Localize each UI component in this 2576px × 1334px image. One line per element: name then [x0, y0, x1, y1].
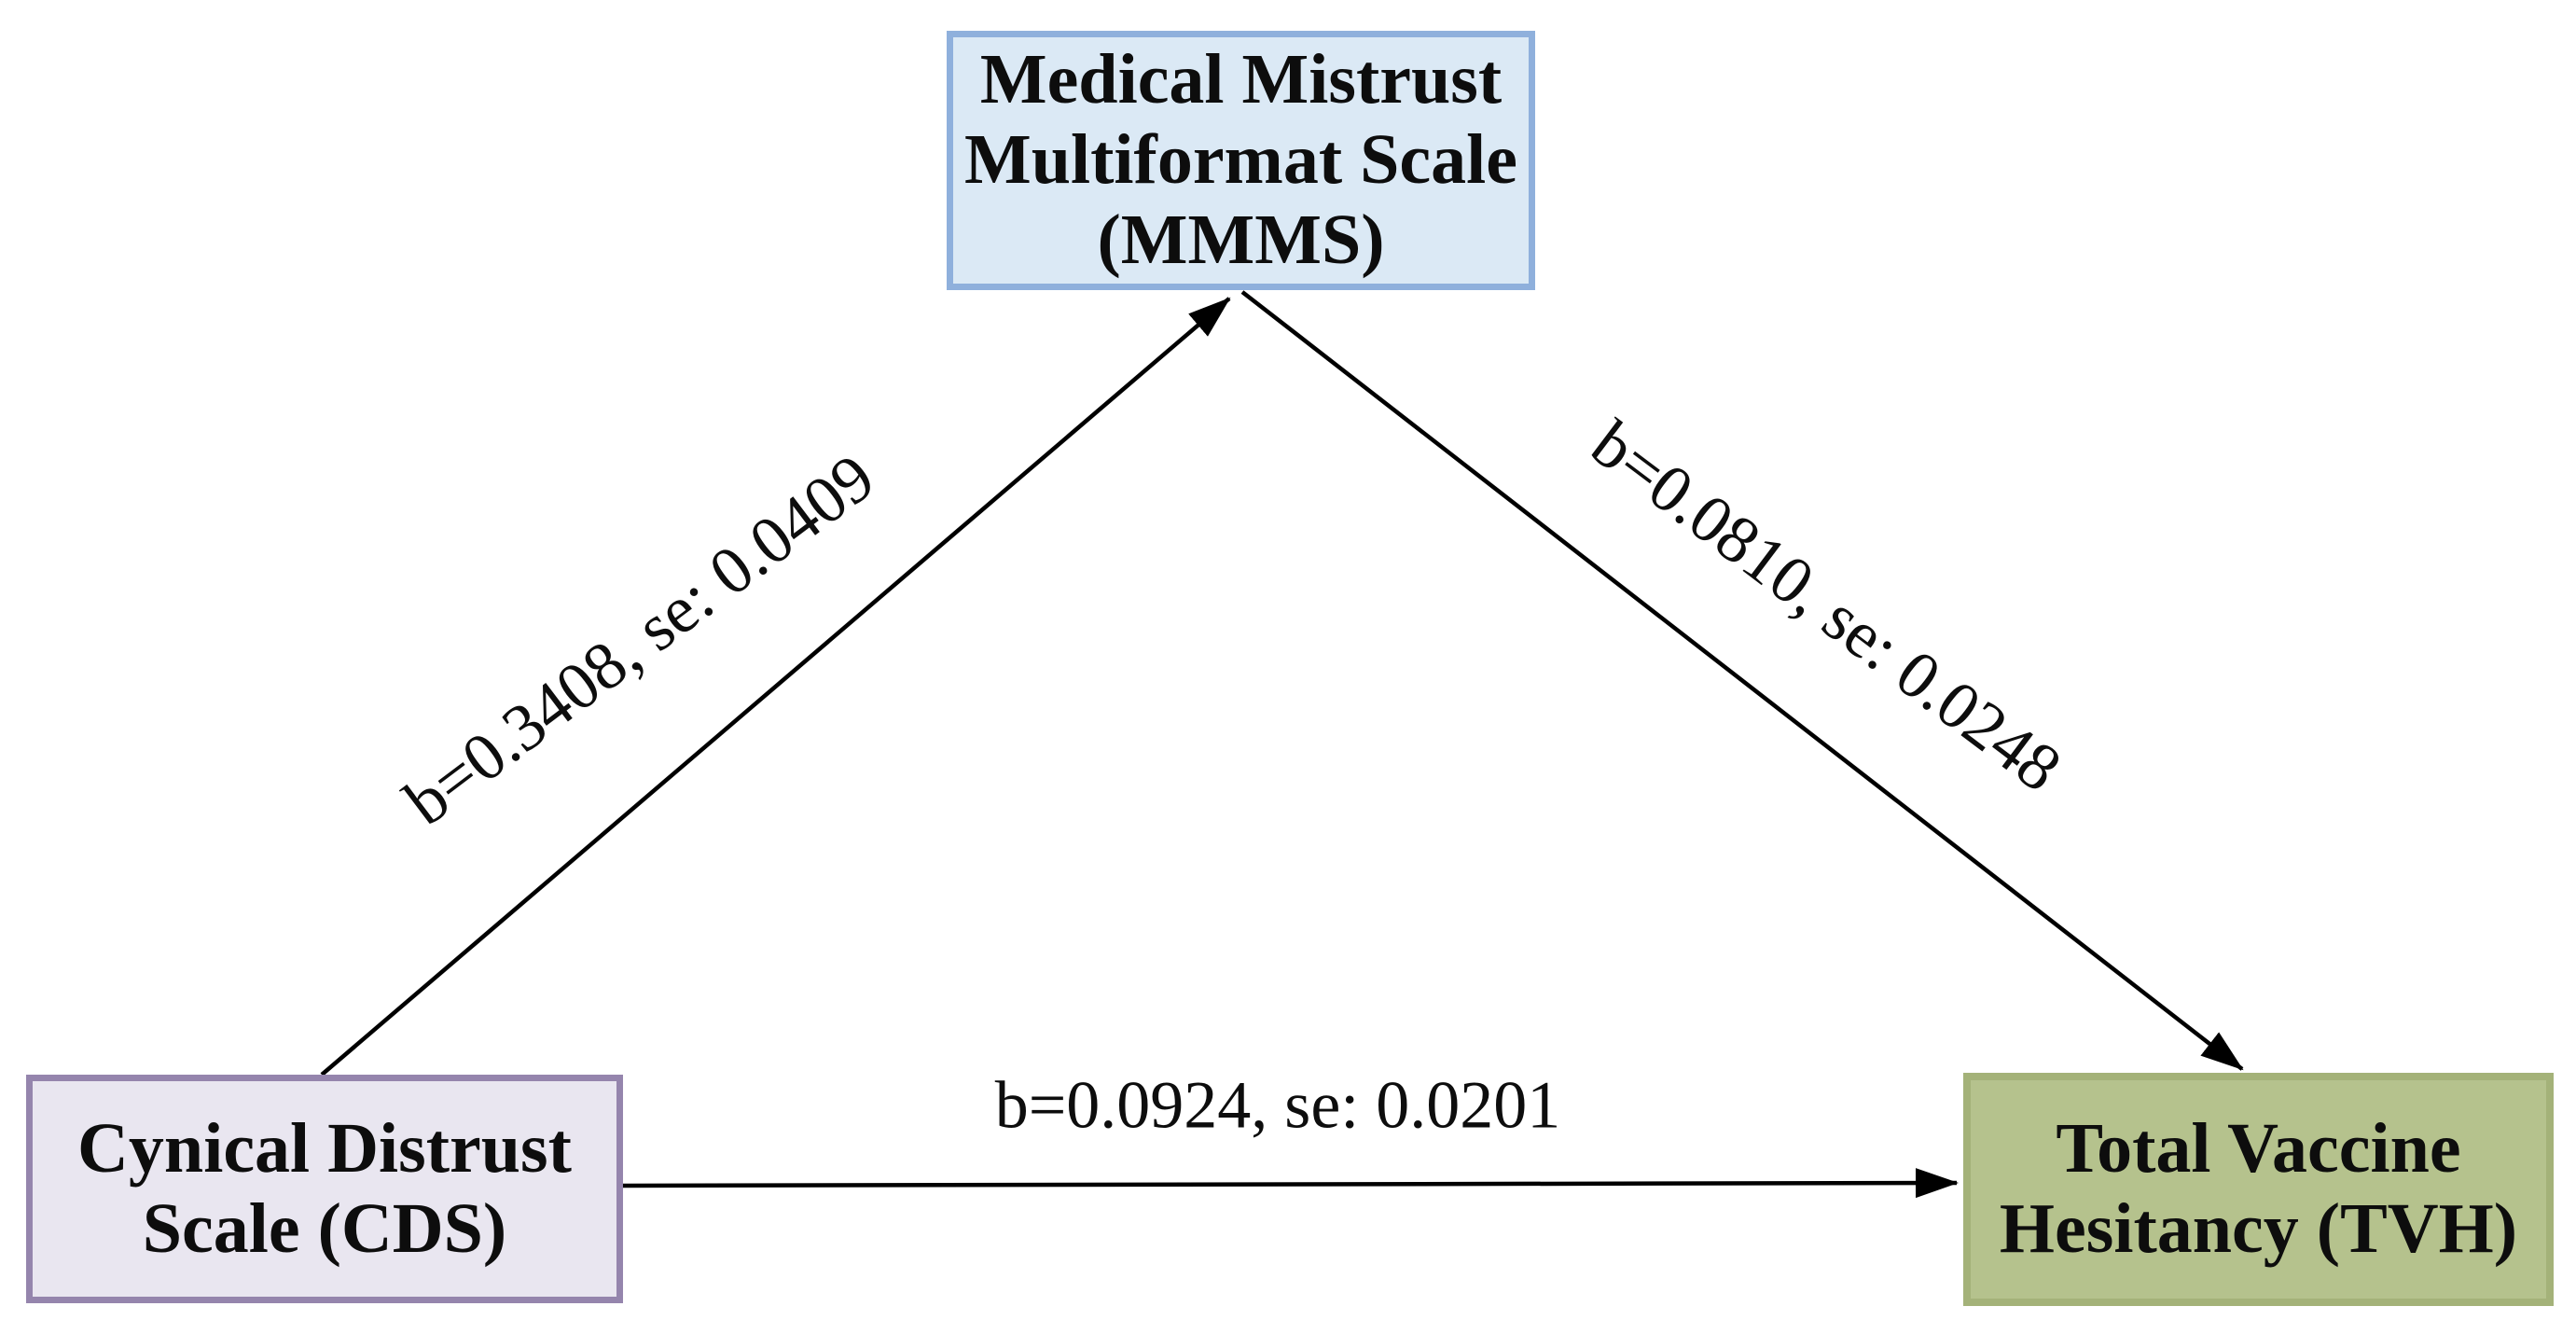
node-mmms: Medical Mistrust Multiformat Scale (MMMS…	[947, 31, 1535, 290]
node-tvh-label-line: Hesitancy (TVH)	[1999, 1189, 2518, 1268]
node-mmms-label-line: (MMMS)	[1097, 200, 1385, 279]
node-mmms-label-line: Multiformat Scale	[963, 120, 1518, 200]
node-cds: Cynical Distrust Scale (CDS)	[26, 1075, 623, 1303]
edge-label-cds-to-tvh: b=0.0924, se: 0.0201	[994, 1067, 1561, 1143]
node-cds-label-line: Cynical Distrust	[77, 1108, 572, 1188]
node-mmms-label-line: Medical Mistrust	[979, 40, 1503, 119]
node-tvh: Total Vaccine Hesitancy (TVH)	[1963, 1073, 2554, 1306]
arrow-mmms-to-tvh	[1240, 290, 2244, 1071]
arrow-cds-to-tvh	[622, 1168, 1959, 1199]
node-tvh-label-line: Total Vaccine	[2056, 1109, 2461, 1188]
arrow-cds-to-mmms	[320, 297, 1231, 1077]
node-cds-label-line: Scale (CDS)	[142, 1188, 507, 1268]
